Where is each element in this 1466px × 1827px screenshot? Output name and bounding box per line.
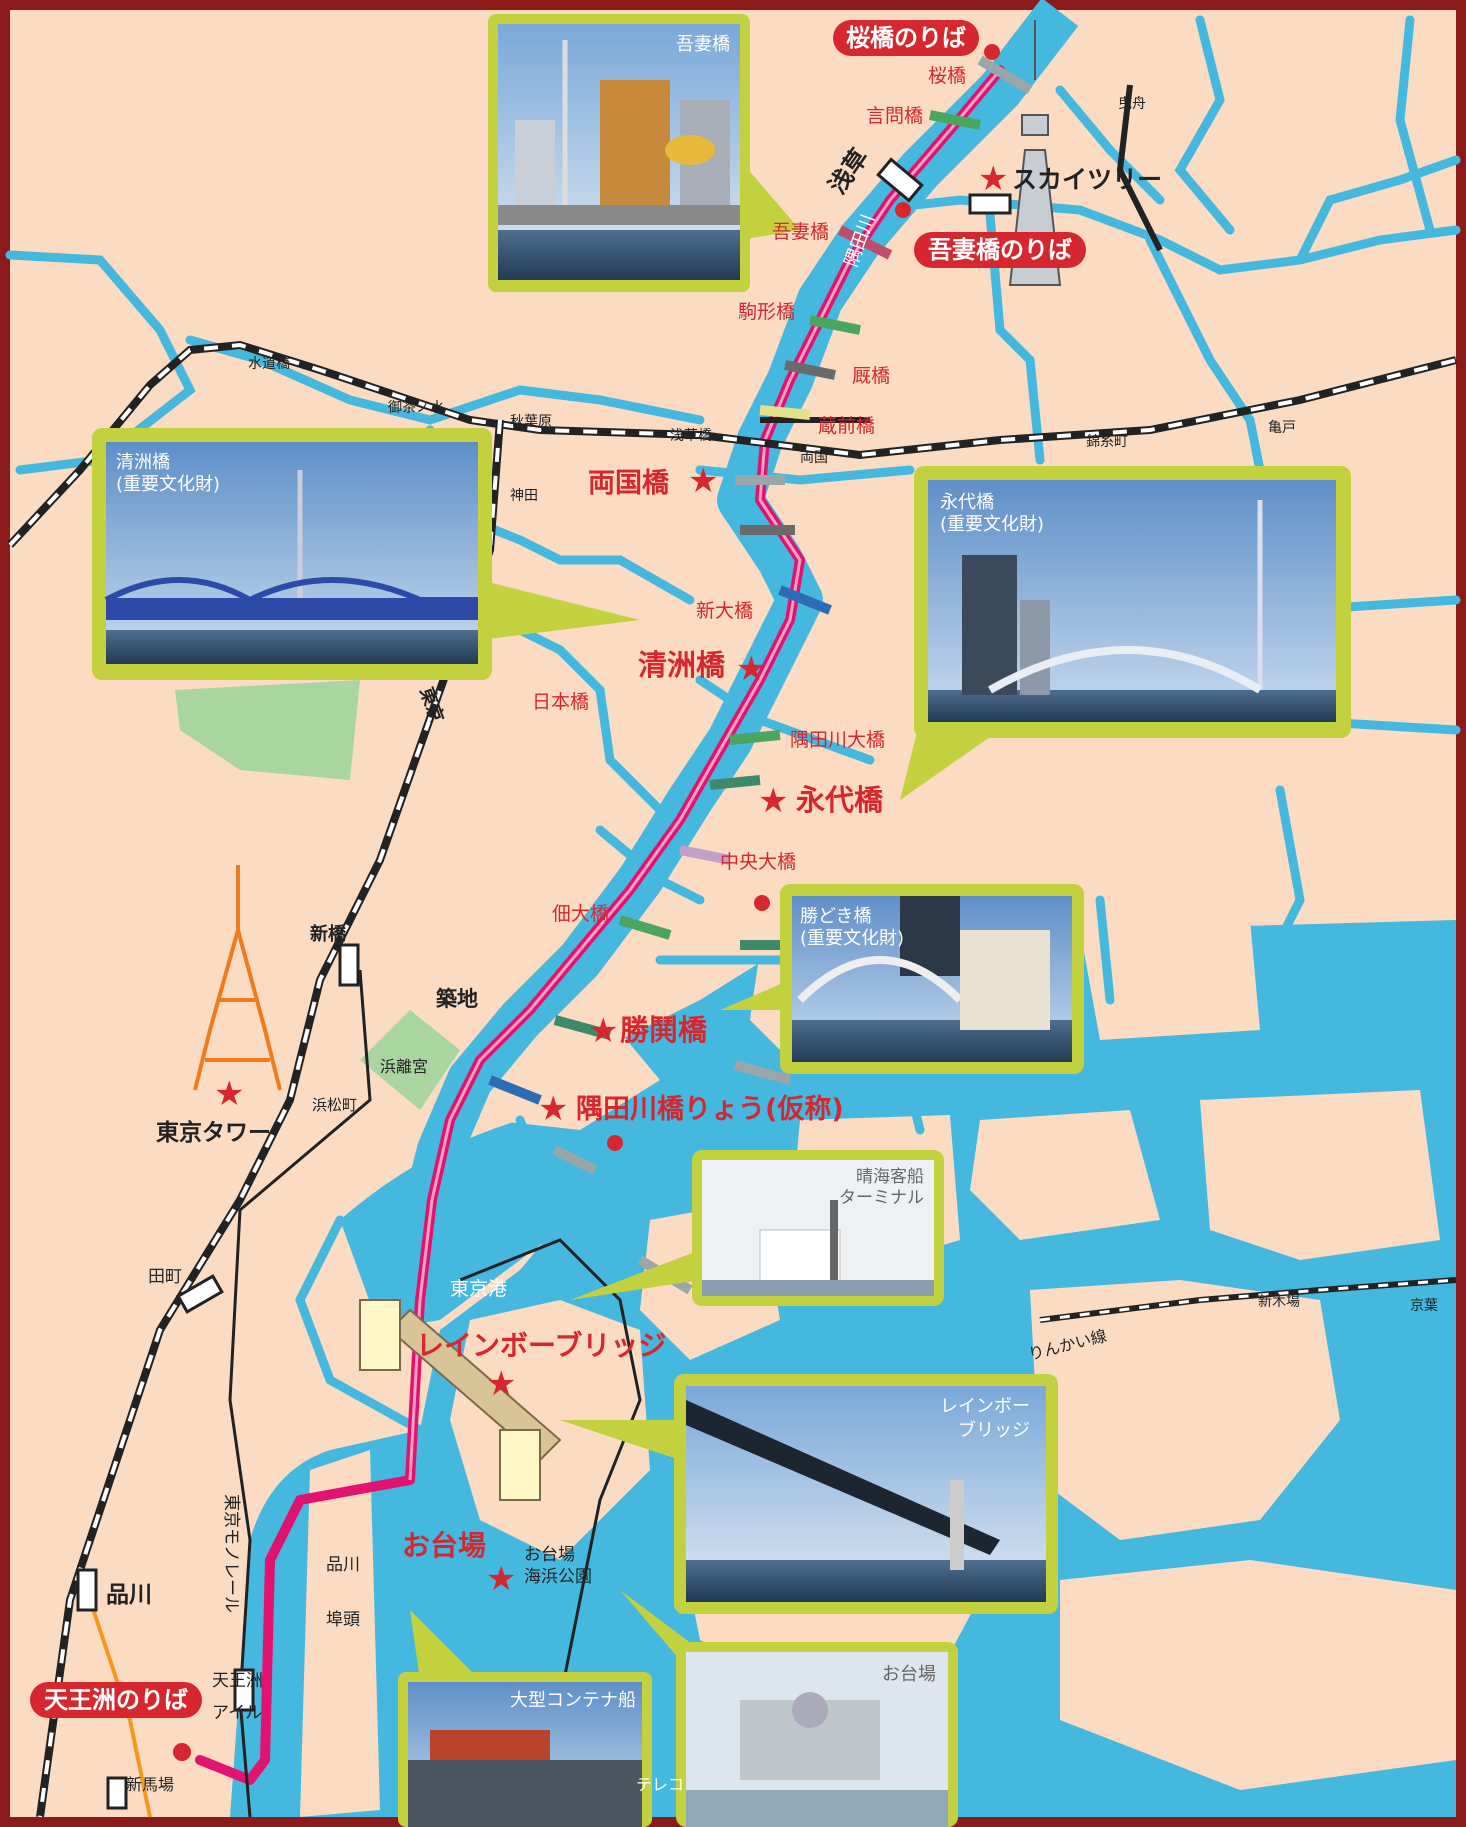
label-odaiba-park-1: お台場 (524, 1545, 575, 1565)
star-icon: ★ ★ ★ ★ ★ ★ ★ ★ ★ (214, 159, 1008, 1599)
label-eitai: 永代橋 (796, 783, 884, 817)
photo-sub: (重要文化財) (940, 514, 1044, 535)
photo-caption: 晴海客船 (856, 1167, 924, 1187)
photo-caption: ターミナル (839, 1188, 924, 1208)
label-tokyotower: 東京タワー (156, 1119, 271, 1146)
label-odaiba-park-2: 海浜公園 (524, 1567, 592, 1587)
svg-text:★: ★ (978, 159, 1008, 199)
pier-tennozu[interactable]: 天王洲のりば (30, 1682, 202, 1718)
pier-azumabashi[interactable]: 吾妻橋のりば (914, 232, 1086, 268)
svg-text:新大橋: 新大橋 (696, 600, 753, 622)
photo-kachidoki[interactable]: 勝どき橋 (重要文化財) (720, 884, 1084, 1074)
label-monorail: 東京モノレール (221, 1494, 241, 1613)
photo-odaiba[interactable]: お台場 (620, 1590, 958, 1827)
svg-text:吾妻橋: 吾妻橋 (772, 221, 829, 243)
svg-text:★: ★ (736, 649, 766, 689)
svg-text:隅田川大橋: 隅田川大橋 (790, 729, 885, 751)
svg-text:新木場: 新木場 (1258, 1294, 1300, 1310)
photo-container[interactable]: 大型コンテナ船 (398, 1610, 652, 1827)
label-kachidoki: 勝鬨橋 (620, 1013, 708, 1047)
label-skytree: スカイツリー (1012, 165, 1162, 194)
photo-caption: 永代橋 (940, 492, 994, 513)
photo-azumabashi[interactable]: 吾妻橋 (488, 14, 800, 292)
svg-text:蔵前橋: 蔵前橋 (818, 415, 875, 437)
label-tsukiji: 築地 (435, 987, 478, 1011)
label-shinbashi: 新橋 (310, 923, 347, 945)
photo-caption: 勝どき橋 (800, 906, 871, 927)
photo-eitai[interactable]: 永代橋 (重要文化財) (900, 466, 1351, 800)
label-tamachi: 田町 (148, 1267, 182, 1287)
photo-caption: お台場 (882, 1664, 936, 1685)
label-shinbamba: 新馬場 (126, 1775, 174, 1794)
svg-text:浅草橋: 浅草橋 (670, 428, 712, 444)
svg-text:神田: 神田 (510, 488, 538, 504)
label-tennozu-isle-2: アイル (212, 1703, 262, 1723)
svg-text:天王洲のりば: 天王洲のりば (44, 1686, 188, 1714)
svg-text:水道橋: 水道橋 (248, 356, 290, 372)
station-boxes (76, 157, 1012, 1810)
photo-caption: 吾妻橋 (676, 34, 730, 55)
label-odaiba: お台場 (402, 1529, 486, 1562)
park-area (175, 680, 360, 780)
label-kiyosu: 清洲橋 (638, 648, 726, 682)
label-tennozu-isle-1: 天王洲 (212, 1671, 263, 1691)
label-tele: テレコ (636, 1775, 684, 1794)
svg-text:★: ★ (214, 1074, 244, 1114)
label-hamarikyu: 浜離宮 (380, 1057, 428, 1076)
photo-rainbow[interactable]: レインボー ブリッジ (560, 1374, 1058, 1614)
svg-text:桜橋のりば: 桜橋のりば (846, 24, 966, 52)
label-shinagawa-wharf-2: 埠頭 (326, 1610, 360, 1630)
svg-text:言問橋: 言問橋 (866, 105, 923, 127)
pier-sakurabashi[interactable]: 桜橋のりば (833, 20, 979, 56)
svg-text:京葉: 京葉 (1410, 1298, 1438, 1314)
bridge-labels: 桜橋 言問橋 吾妻橋 駒形橋 厩橋 蔵前橋 新大橋 日本橋 隅田川大橋 中央大橋… (532, 65, 966, 925)
label-rainbow: レインボーブリッジ (416, 1329, 666, 1362)
svg-text:佃大橋: 佃大橋 (552, 903, 609, 925)
svg-text:★: ★ (758, 781, 788, 821)
label-ryogoku: 両国橋 (588, 468, 670, 499)
photo-caption: 大型コンテナ船 (510, 1690, 636, 1711)
photo-caption: ブリッジ (958, 1419, 1030, 1441)
svg-text:両国: 両国 (800, 450, 828, 466)
svg-text:★: ★ (486, 1364, 516, 1404)
label-shinagawa: 品川 (106, 1582, 152, 1608)
pier-dot-icon (173, 44, 1000, 1761)
label-tokyoko: 東京港 (450, 1278, 507, 1300)
svg-text:中央大橋: 中央大橋 (720, 851, 796, 873)
photo-caption: レインボー (940, 1396, 1030, 1417)
svg-text:★: ★ (538, 1089, 568, 1129)
label-hamamatsucho: 浜松町 (312, 1096, 357, 1114)
svg-text:★: ★ (588, 1011, 618, 1051)
bridge-marks (488, 55, 1033, 1295)
station-labels: 水道橋 御茶ノ水 秋葉原 浅草橋 両国 錦糸町 亀戸 神田 曳舟 新木場 京葉 (248, 96, 1438, 1314)
svg-text:吾妻橋のりば: 吾妻橋のりば (928, 236, 1072, 264)
label-sumidagawa-bridge: 隅田川橋りょう(仮称) (576, 1094, 844, 1125)
label-shinagawa-wharf-1: 品川 (326, 1555, 360, 1575)
photo-caption: 清洲橋 (116, 452, 170, 473)
photo-kiyosu[interactable]: 清洲橋 (重要文化財) (92, 428, 640, 680)
hamarikyu-park (360, 1010, 460, 1110)
tokyo-tower-icon (193, 865, 282, 1091)
svg-text:亀戸: 亀戸 (1268, 420, 1296, 436)
photo-sub: (重要文化財) (800, 928, 904, 949)
svg-text:厩橋: 厩橋 (852, 365, 890, 387)
photo-harumi[interactable]: 晴海客船 ターミナル (570, 1150, 944, 1306)
photo-sub: (重要文化財) (116, 474, 220, 495)
svg-text:★: ★ (486, 1559, 516, 1599)
svg-text:日本橋: 日本橋 (532, 691, 589, 713)
svg-text:★: ★ (688, 461, 718, 501)
svg-text:駒形橋: 駒形橋 (738, 301, 795, 323)
rainbow-bridge-drawing (359, 1299, 562, 1501)
svg-text:秋葉原: 秋葉原 (510, 414, 552, 430)
svg-text:曳舟: 曳舟 (1118, 96, 1146, 112)
svg-text:桜橋: 桜橋 (928, 65, 966, 87)
svg-text:錦糸町: 錦糸町 (1086, 433, 1128, 450)
svg-text:御茶ノ水: 御茶ノ水 (388, 400, 444, 416)
